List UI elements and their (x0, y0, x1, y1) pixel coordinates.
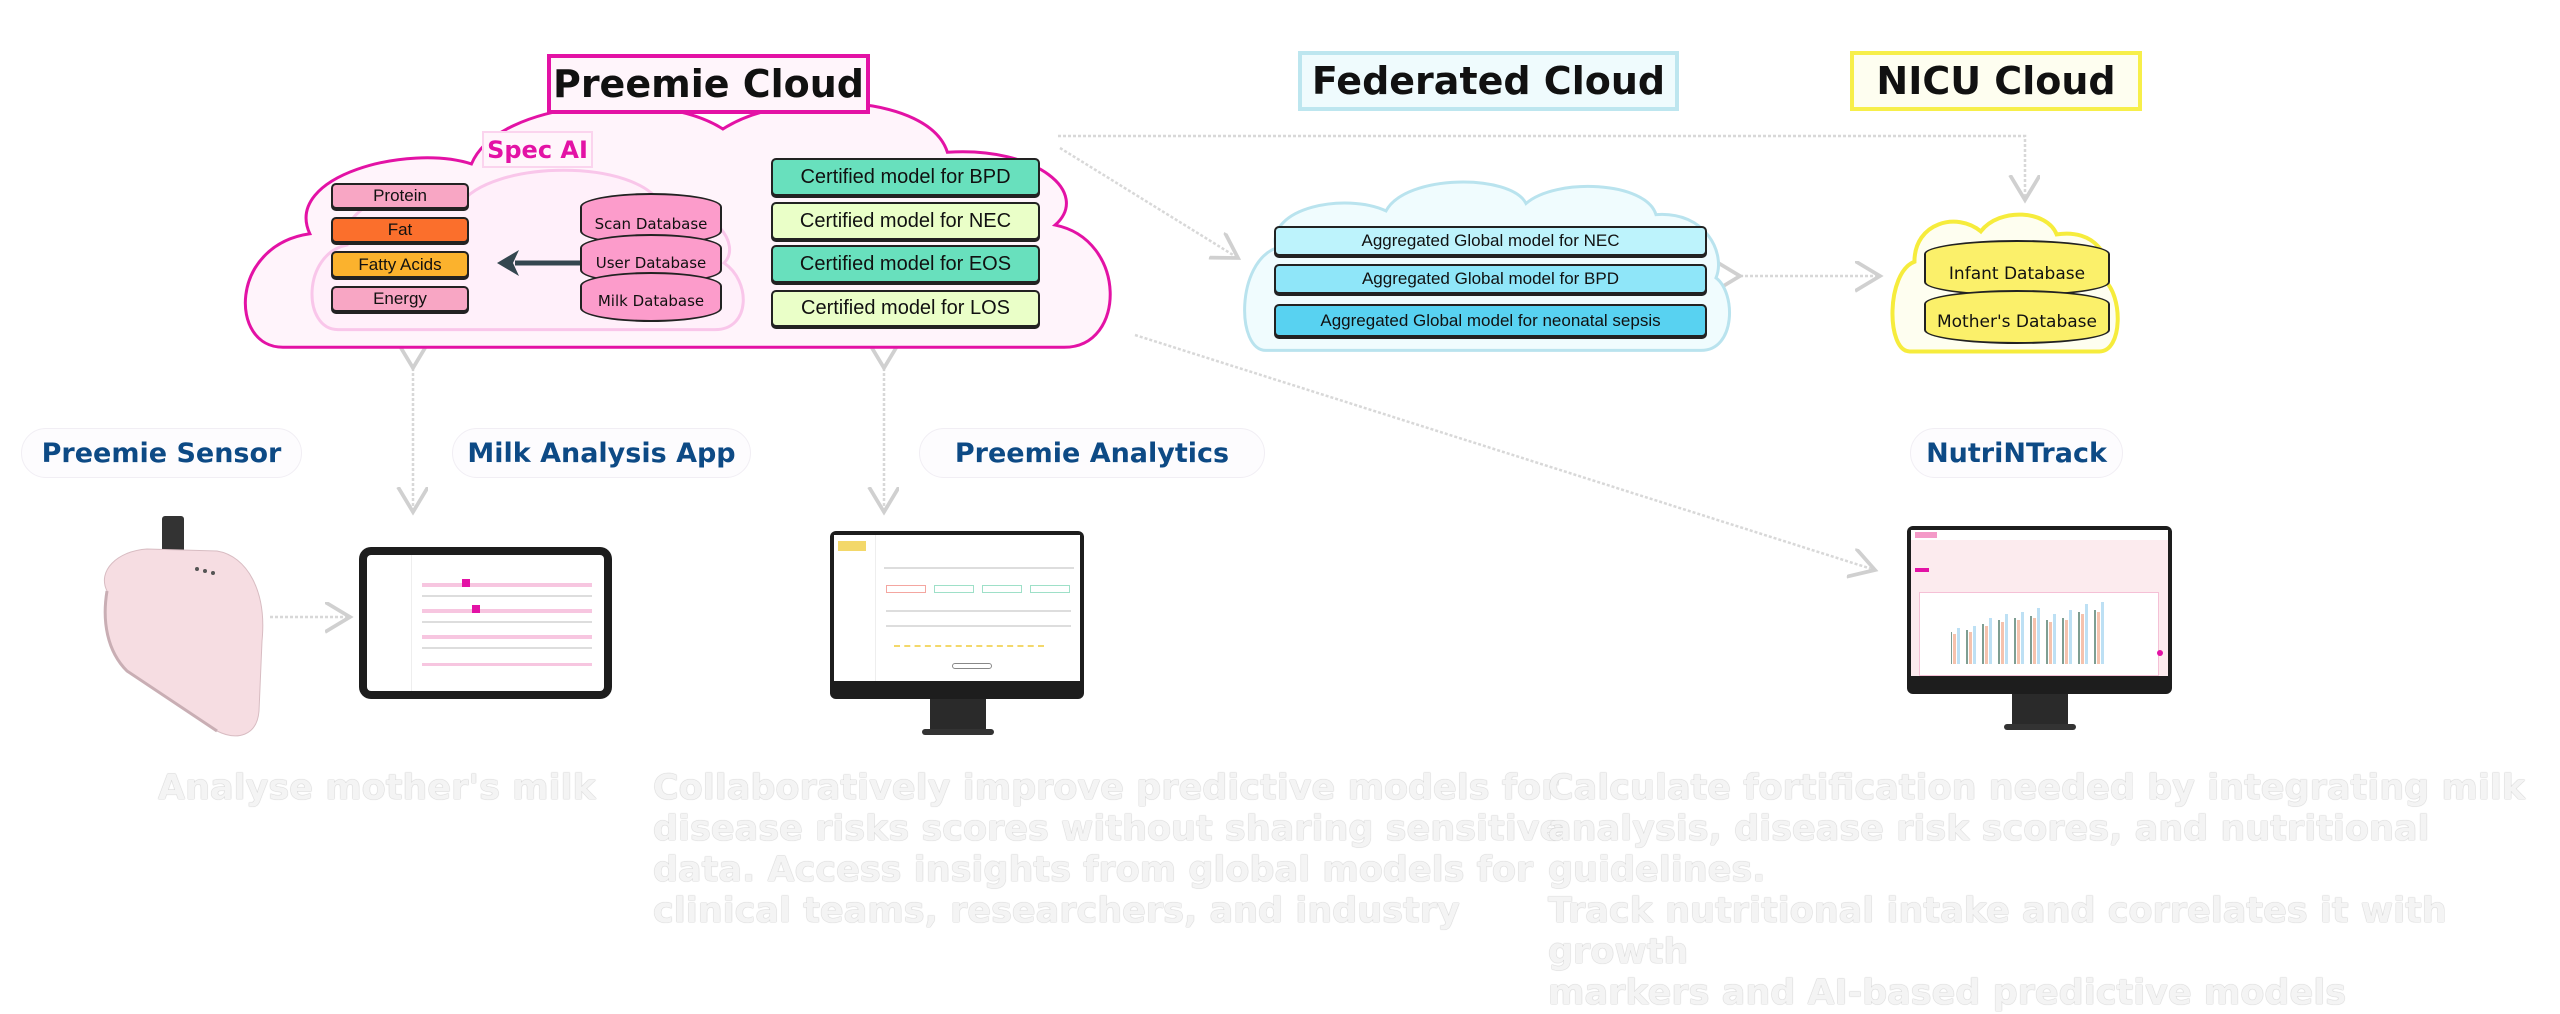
model-bpd: Certified model for BPD (771, 158, 1040, 196)
global-model-sepsis: Aggregated Global model for neonatal sep… (1274, 304, 1707, 337)
nutrintrack-description: Calculate fortification needed by integr… (1548, 768, 2560, 1014)
model-nec: Certified model for NEC (771, 202, 1040, 240)
label-nutrintrack: NutriNTrack (1910, 428, 2123, 478)
description-line: data. Access insights from global models… (653, 850, 1534, 890)
analytics-screen (834, 535, 1080, 681)
model-los: Certified model for LOS (771, 290, 1040, 327)
arrow-preemie-to-nicu (1058, 134, 2025, 200)
nutrintrack-screen (1911, 530, 2168, 676)
nutrintrack-monitor (1907, 526, 2172, 730)
description-line: Track nutritional intake and correlates … (1548, 891, 2447, 972)
connector-arrows (270, 134, 2560, 984)
preemie-cloud-title: Preemie Cloud (547, 54, 870, 114)
description-line: analysis, disease risk scores, and nutri… (1548, 809, 2430, 890)
global-model-nec: Aggregated Global model for NEC (1274, 226, 1707, 256)
spec-ai-label: Spec AI (482, 131, 593, 168)
mothers-database: Mother's Database (1924, 290, 2110, 344)
nutrient-energy: Energy (331, 286, 469, 312)
infant-database: Infant Database (1924, 240, 2110, 296)
description-line: Collaboratively improve predictive model… (653, 768, 1559, 808)
analytics-description: Collaboratively improve predictive model… (653, 768, 1563, 932)
nutrient-fatty-acids: Fatty Acids (331, 251, 469, 278)
preemie-sensor-device-image (103, 516, 264, 737)
sensor-description: Analyse mother's milk (158, 768, 596, 809)
nutrient-fat: Fat (331, 217, 469, 243)
preemie-analytics-monitor (830, 531, 1084, 735)
tablet-screen (367, 555, 604, 691)
label-milk-analysis-app: Milk Analysis App (452, 428, 751, 478)
federated-cloud-title: Federated Cloud (1298, 51, 1679, 111)
milk-database: Milk Database (580, 272, 722, 322)
label-preemie-analytics: Preemie Analytics (919, 428, 1265, 478)
label-preemie-sensor: Preemie Sensor (21, 428, 302, 478)
arrow-preemie-to-nutrintrack (1134, 333, 1875, 570)
global-model-bpd: Aggregated Global model for BPD (1274, 264, 1707, 294)
description-line: Calculate fortification needed by integr… (1548, 768, 2526, 808)
description-line: disease risks scores without sharing sen… (653, 809, 1564, 849)
nutrient-protein: Protein (331, 183, 469, 209)
arrow-left-icon (497, 250, 583, 276)
milk-analysis-tablet (359, 547, 612, 699)
nicu-cloud-title: NICU Cloud (1850, 51, 2142, 111)
nutrintrack-mini-chart (1951, 602, 2104, 664)
description-line: Analyse mother's milk (158, 768, 596, 808)
model-eos: Certified model for EOS (771, 245, 1040, 283)
description-line: clinical teams, researchers, and industr… (653, 891, 1460, 931)
description-line: markers and AI-based predictive models (1548, 973, 2347, 1013)
